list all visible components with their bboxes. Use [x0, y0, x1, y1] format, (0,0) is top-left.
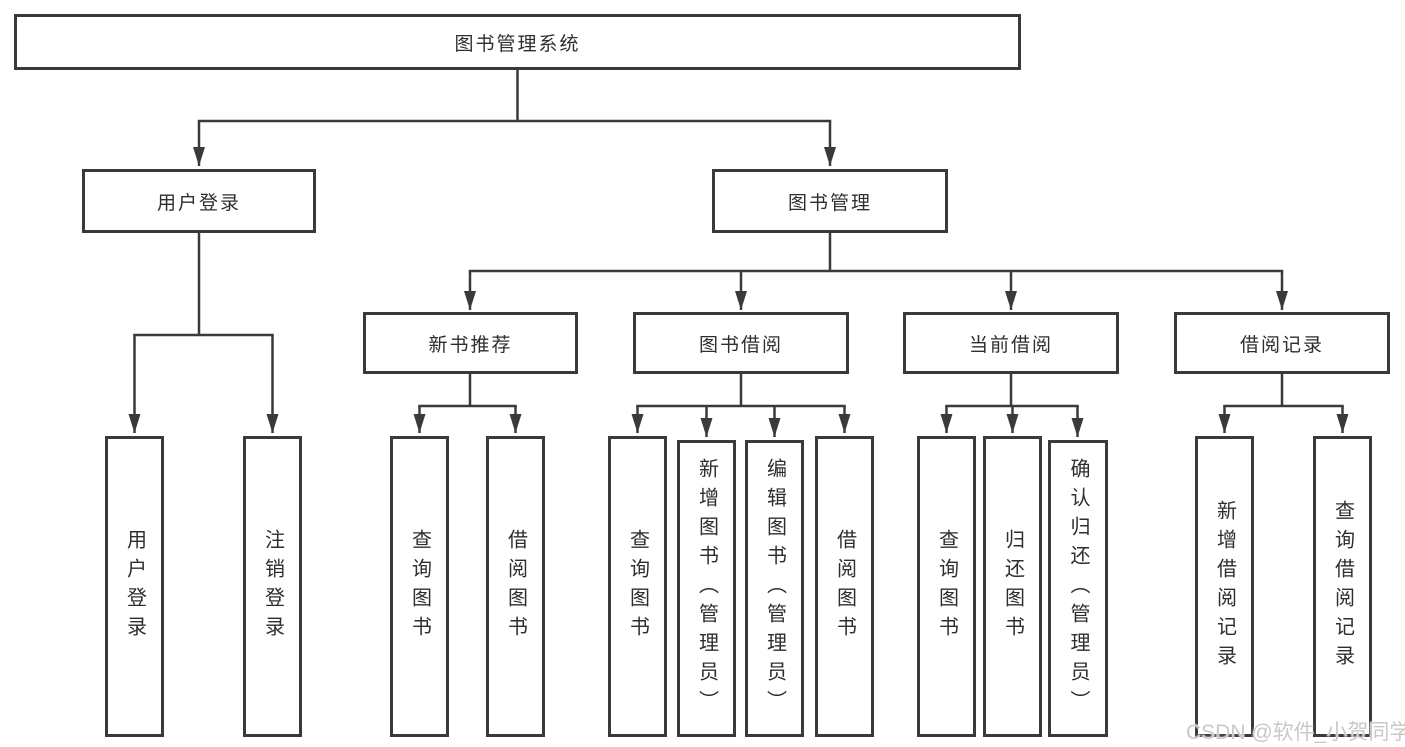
leaf-bb-borrow-books: 借阅图书: [815, 436, 874, 737]
node-current-borrow-label: 当前借阅: [968, 334, 1053, 356]
leaf-bb-query-books: 查询图书: [608, 436, 667, 737]
leaf-bb-add-book-admin-label: 新增图书（管理员）: [695, 458, 718, 719]
node-book-borrow-label: 图书借阅: [698, 334, 783, 356]
leaf-cb-confirm-return-admin: 确认归还（管理员）: [1048, 440, 1108, 737]
leaf-cb-return-book-label: 归还图书: [1001, 528, 1024, 645]
node-root: 图书管理系统: [14, 14, 1021, 70]
node-book-mgmt-label: 图书管理: [787, 192, 872, 214]
leaf-rec-query-books: 查询图书: [390, 436, 449, 737]
node-book-borrow: 图书借阅: [633, 312, 849, 374]
node-new-book-rec: 新书推荐: [363, 312, 578, 374]
leaf-rec-query-books-label: 查询图书: [408, 528, 431, 645]
node-borrow-records: 借阅记录: [1174, 312, 1390, 374]
node-root-label: 图书管理系统: [454, 33, 581, 55]
leaf-br-add-record-label: 新增借阅记录: [1213, 499, 1236, 674]
leaf-cb-query-books: 查询图书: [917, 436, 976, 737]
node-borrow-records-label: 借阅记录: [1239, 334, 1324, 356]
node-new-book-rec-label: 新书推荐: [428, 334, 513, 356]
node-user-login-label: 用户登录: [156, 192, 241, 214]
leaf-user-login: 用户登录: [105, 436, 164, 737]
leaf-cb-return-book: 归还图书: [983, 436, 1042, 737]
leaf-br-query-record: 查询借阅记录: [1313, 436, 1372, 737]
node-user-login: 用户登录: [82, 169, 316, 233]
edges-borrow-records: [1218, 374, 1349, 433]
edges-user-login: [128, 233, 279, 433]
leaf-br-query-record-label: 查询借阅记录: [1331, 499, 1354, 674]
leaf-cb-confirm-return-admin-label: 确认归还（管理员）: [1067, 458, 1089, 719]
leaf-bb-edit-book-admin: 编辑图书（管理员）: [745, 440, 804, 737]
leaf-cb-query-books-label: 查询图书: [935, 528, 958, 645]
leaf-bb-query-books-label: 查询图书: [626, 528, 649, 645]
edges-book-mgmt: [464, 233, 1288, 310]
leaf-rec-borrow-books-label: 借阅图书: [504, 528, 527, 645]
leaf-logout: 注销登录: [243, 436, 302, 737]
leaf-rec-borrow-books: 借阅图书: [486, 436, 545, 737]
leaf-br-add-record: 新增借阅记录: [1195, 436, 1254, 737]
edges-current-borrow: [940, 374, 1084, 437]
node-book-mgmt: 图书管理: [712, 169, 948, 233]
leaf-bb-edit-book-admin-label: 编辑图书（管理员）: [763, 458, 786, 719]
leaf-bb-borrow-books-label: 借阅图书: [833, 528, 856, 645]
leaf-user-login-label: 用户登录: [123, 528, 146, 645]
edges-new-book-rec: [413, 374, 522, 433]
leaf-bb-add-book-admin: 新增图书（管理员）: [677, 440, 736, 737]
leaf-logout-label: 注销登录: [261, 528, 284, 645]
edges-root: [193, 70, 836, 166]
node-current-borrow: 当前借阅: [903, 312, 1119, 374]
edges-book-borrow: [631, 374, 851, 437]
csdn-watermark: CSDN @软件_小贺同学: [1186, 721, 1405, 744]
